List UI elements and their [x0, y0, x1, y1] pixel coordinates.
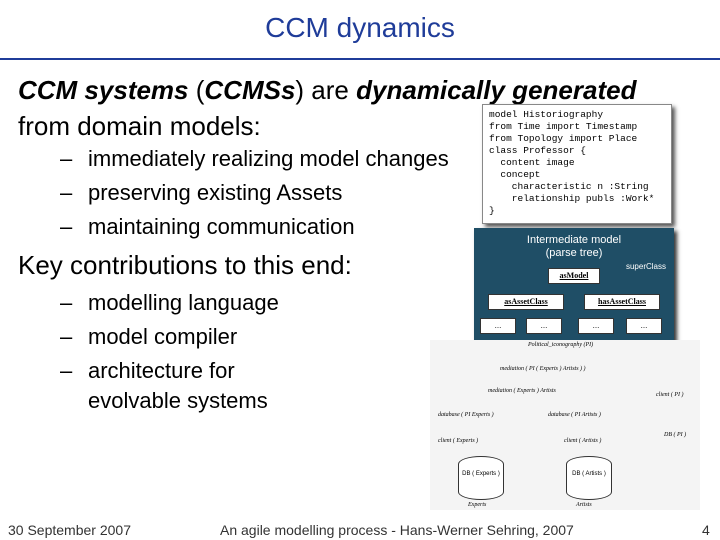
title-divider	[0, 58, 720, 60]
footer-center: An agile modelling process - Hans-Werner…	[220, 522, 574, 538]
tree-root-node: asModel	[548, 268, 600, 284]
bullet-item: –modelling language	[60, 290, 279, 316]
deploy-label: client ( Experts )	[438, 438, 479, 444]
bullet-dash: –	[60, 214, 73, 239]
intermediate-model-title: Intermediate model (parse tree)	[474, 234, 674, 260]
database-icon: DB ( Artists )	[566, 456, 612, 500]
deployment-diagram: Political_iconography (PI) mediation ( P…	[430, 340, 700, 510]
page-number: 4	[702, 522, 710, 538]
bullet-continuation: evolvable systems	[88, 388, 268, 413]
bullet-text: modelling language	[88, 290, 279, 315]
bullet-item: –maintaining communication	[60, 214, 355, 240]
bullet-item: –immediately realizing model changes	[60, 146, 449, 172]
headline-line2: from domain models:	[18, 111, 261, 141]
tree-leaf: ...	[526, 318, 562, 334]
bullet-dash: –	[60, 358, 73, 383]
bullet-text: architecture for	[88, 358, 235, 383]
bullet-text: model compiler	[88, 324, 238, 349]
tree-node-has-asset-class: hasAssetClass	[584, 294, 660, 310]
deploy-label: database ( PI Experts )	[438, 412, 494, 418]
bullet-dash: –	[60, 290, 73, 315]
headline-connector: ) are	[295, 75, 357, 105]
deploy-label: DB ( PI )	[664, 432, 687, 438]
code-listing: model Historiography from Time import Ti…	[482, 104, 672, 224]
bullet-item: –architecture for	[60, 358, 235, 384]
bullet-text: immediately realizing model changes	[88, 146, 449, 171]
deploy-caption: Experts	[468, 502, 487, 508]
slide-title: CCM dynamics	[265, 12, 455, 43]
deploy-label: mediation ( Experts ) Artists	[488, 388, 556, 394]
headline-term3: dynamically generated	[356, 75, 637, 105]
bullet-item: –model compiler	[60, 324, 237, 350]
bullet-dash: –	[60, 180, 73, 205]
deploy-label: client ( Artists )	[564, 438, 602, 444]
key-contributions-heading: Key contributions to this end:	[18, 250, 352, 280]
deploy-caption: Artists	[576, 502, 592, 508]
tree-leaf: ...	[578, 318, 614, 334]
im-title-line2: (parse tree)	[545, 247, 603, 259]
bullet-text: preserving existing Assets	[88, 180, 343, 205]
deploy-label: client ( PI )	[656, 392, 684, 398]
headline-term2: CCMSs	[204, 75, 296, 105]
headline: CCM systems (CCMSs) are dynamically gene…	[18, 72, 636, 144]
superclass-label: superClass	[625, 262, 666, 271]
im-title-line1: Intermediate model	[526, 234, 622, 246]
headline-line1: CCM systems (CCMSs) are dynamically gene…	[18, 72, 636, 108]
deploy-header: Political_iconography (PI)	[528, 342, 594, 348]
database-icon: DB ( Experts )	[458, 456, 504, 500]
deploy-label: database ( PI Artists )	[548, 412, 601, 418]
bullet-text: maintaining communication	[88, 214, 355, 239]
headline-term1: CCM systems	[18, 75, 189, 105]
bullet-item: –preserving existing Assets	[60, 180, 342, 206]
bullet-dash: –	[60, 146, 73, 171]
tree-node-asset-class: asAssetClass	[488, 294, 564, 310]
intermediate-model-panel: Intermediate model (parse tree) superCla…	[474, 228, 674, 342]
bullet-dash: –	[60, 324, 73, 349]
tree-leaf: ...	[480, 318, 516, 334]
tree-leaf: ...	[626, 318, 662, 334]
deploy-label: mediation ( PI ( Experts ) Artists ) )	[500, 366, 586, 372]
footer-date: 30 September 2007	[8, 522, 131, 538]
headline-paren: (	[188, 75, 205, 105]
